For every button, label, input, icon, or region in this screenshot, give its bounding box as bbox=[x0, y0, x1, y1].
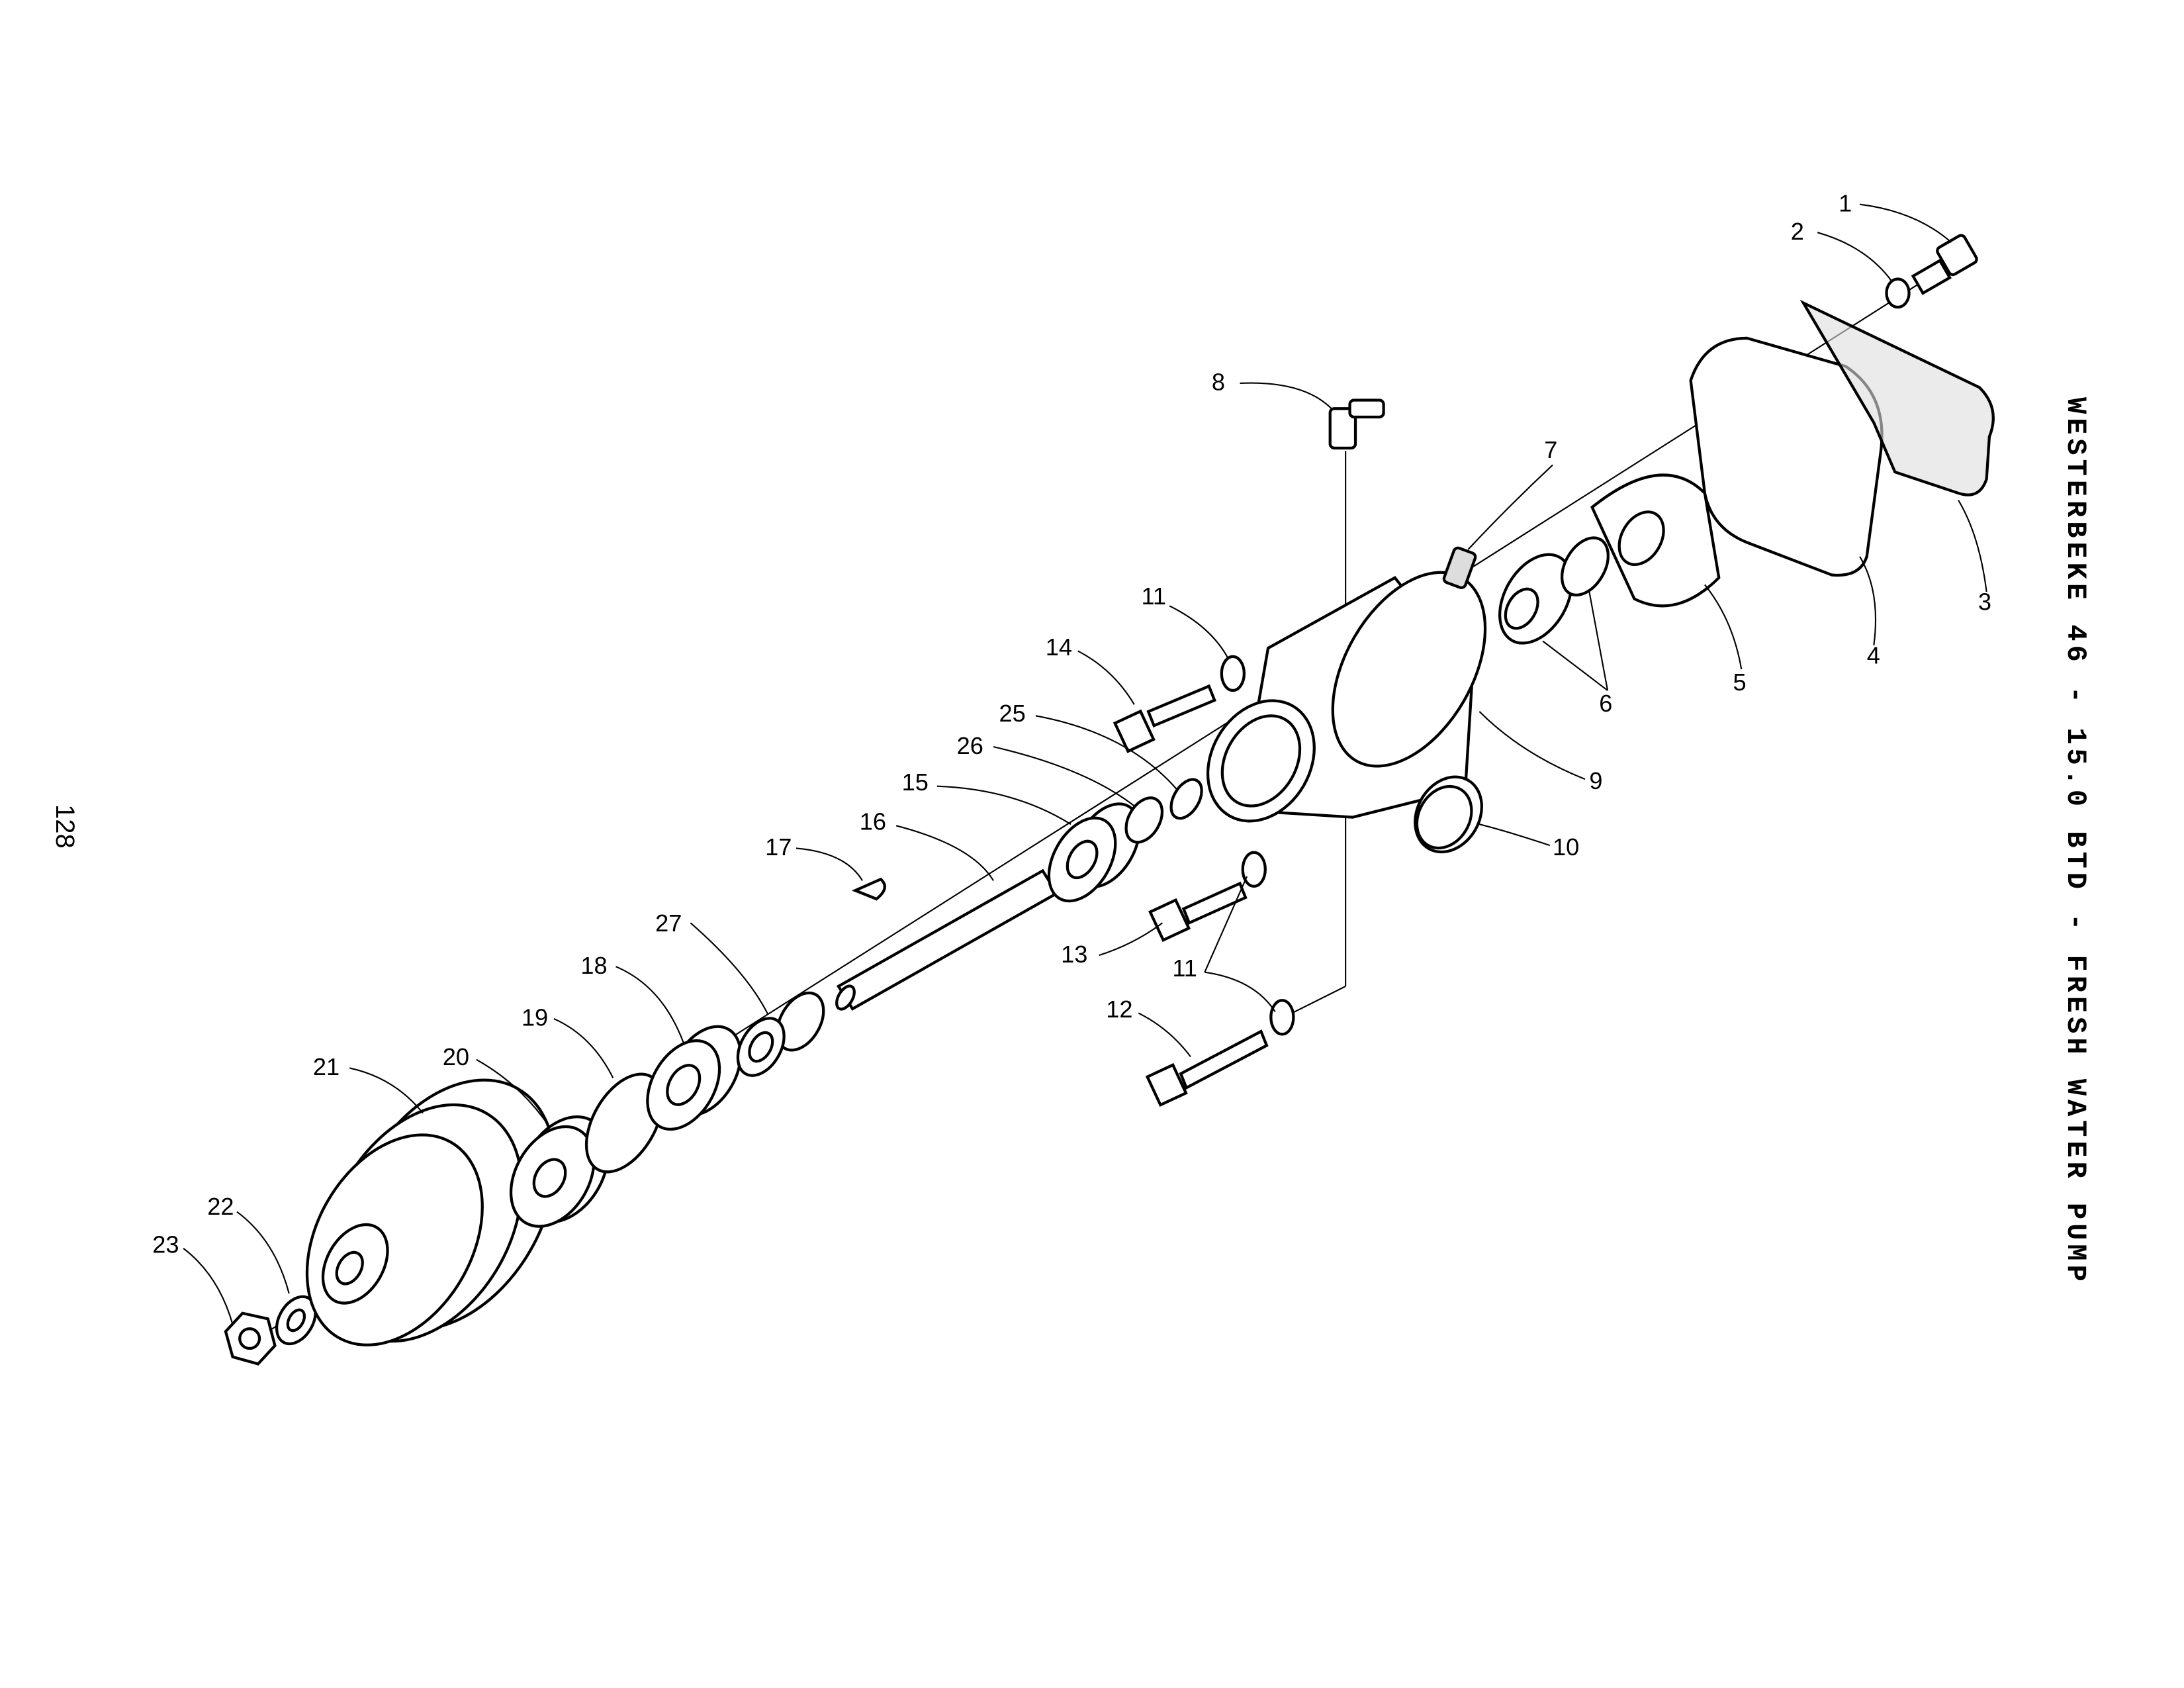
part-plug bbox=[1442, 546, 1477, 589]
part-washer-11b bbox=[1241, 851, 1267, 888]
part-pump-housing bbox=[1206, 571, 1487, 823]
part-sleeve bbox=[736, 991, 825, 1077]
part-washer-11c bbox=[1269, 999, 1295, 1036]
callout-11: 11 bbox=[1172, 955, 1197, 982]
callout-25: 25 bbox=[999, 700, 1026, 727]
callout-3: 3 bbox=[1978, 588, 1991, 616]
part-gasket bbox=[1799, 299, 1995, 496]
callout-14: 14 bbox=[1046, 633, 1072, 661]
part-seal bbox=[1124, 796, 1164, 844]
callout-12: 12 bbox=[1106, 996, 1132, 1023]
callout-4: 4 bbox=[1867, 642, 1880, 669]
part-washer-2 bbox=[1885, 277, 1911, 309]
callout-5: 5 bbox=[1733, 669, 1746, 696]
part-bolt-1 bbox=[1911, 234, 1978, 295]
callout-20: 20 bbox=[443, 1043, 469, 1070]
callout-8: 8 bbox=[1212, 369, 1225, 396]
callout-18: 18 bbox=[580, 952, 607, 979]
part-nut bbox=[224, 1311, 277, 1366]
part-washer-22 bbox=[275, 1295, 317, 1346]
callout-10: 10 bbox=[1553, 833, 1579, 861]
callout-15: 15 bbox=[902, 769, 929, 796]
callout-1: 1 bbox=[1839, 189, 1852, 216]
part-bolt-13 bbox=[1148, 881, 1248, 942]
leader-lines bbox=[183, 203, 1987, 1325]
part-key bbox=[851, 877, 886, 901]
part-bearing-15 bbox=[1047, 802, 1141, 903]
part-grease-fitting bbox=[1328, 399, 1385, 450]
callout-9: 9 bbox=[1589, 767, 1602, 794]
part-bolt-14 bbox=[1113, 684, 1216, 753]
part-cover-plate bbox=[1689, 336, 1884, 577]
part-cap bbox=[1414, 775, 1483, 854]
callout-26: 26 bbox=[957, 732, 983, 759]
callout-6: 6 bbox=[1599, 690, 1612, 717]
callout-7: 7 bbox=[1544, 436, 1557, 463]
callout-19: 19 bbox=[522, 1004, 548, 1031]
part-washer-11a bbox=[1220, 655, 1246, 692]
callout-27: 27 bbox=[655, 910, 682, 937]
part-clip bbox=[1169, 778, 1203, 820]
axis-branch bbox=[1289, 986, 1346, 1015]
callout-16: 16 bbox=[860, 808, 886, 835]
part-seal-6 bbox=[1498, 536, 1610, 645]
callout-21: 21 bbox=[313, 1053, 340, 1080]
part-bearing-18 bbox=[646, 1025, 743, 1131]
callout-22: 22 bbox=[207, 1193, 234, 1220]
callout-11: 11 bbox=[1141, 583, 1166, 610]
callout-17: 17 bbox=[765, 833, 792, 861]
part-pulley bbox=[305, 1078, 557, 1346]
callout-2: 2 bbox=[1791, 218, 1804, 245]
part-bolt-12 bbox=[1145, 1029, 1269, 1107]
callout-13: 13 bbox=[1061, 941, 1087, 968]
part-circlip bbox=[584, 1072, 664, 1174]
callout-23: 23 bbox=[152, 1231, 179, 1258]
part-impeller bbox=[1590, 473, 1721, 608]
